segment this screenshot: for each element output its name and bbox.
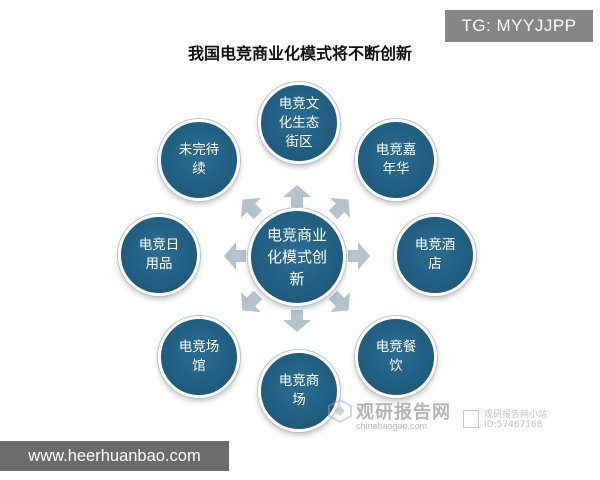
node-label: 电竞场馆 [178,339,220,374]
node-culture-street: 电竞文化生态街区 [258,82,340,164]
node-to-be-continued: 未完待续 [158,119,240,201]
arrow-down [283,310,311,332]
arrow-up-right [328,198,350,220]
tg-badge: TG: MYYJJPP [445,10,593,42]
node-label: 电竞文化生态街区 [278,95,320,150]
watermark-mp-line1: 观研报告网小站 [484,410,548,420]
watermark-brand: 观研报告网 [356,402,451,423]
watermark-logo-icon [328,398,352,424]
node-label: 电竞餐饮 [375,339,417,374]
node-center: 电竞商业化模式创新 [248,208,346,306]
watermark-domain: chinabaogao.com [356,421,428,431]
site-url-badge: www.heerhuanbao.com [0,441,229,471]
watermark-mp-text: 观研报告网小站 ID:57467168 [484,410,547,430]
watermark-mp-icon [463,410,479,428]
diagram-title: 我国电竞商业化模式将不断创新 [187,44,412,63]
node-label: 电竞嘉年华 [375,142,417,177]
arrow-left [224,242,246,270]
arrow-right [348,242,370,270]
arrow-up [283,185,311,207]
node-carnival: 电竞嘉年华 [355,119,437,201]
node-daily-goods: 电竞日用品 [118,214,200,296]
node-label: 电竞酒店 [414,237,456,272]
node-hotel: 电竞酒店 [394,214,476,296]
arrow-down-left [241,290,263,312]
arrow-up-left [241,198,263,220]
arrow-down-right [328,290,350,312]
node-venue: 电竞场馆 [158,316,240,398]
node-mall: 电竞商场 [258,350,340,432]
node-label: 电竞商场 [278,373,320,408]
node-label: 未完待续 [178,142,220,177]
node-label: 电竞日用品 [138,237,180,272]
node-center-label: 电竞商业化模式创新 [266,226,327,288]
watermark-mp-line2: ID:57467168 [484,420,543,430]
node-catering: 电竞餐饮 [355,316,437,398]
